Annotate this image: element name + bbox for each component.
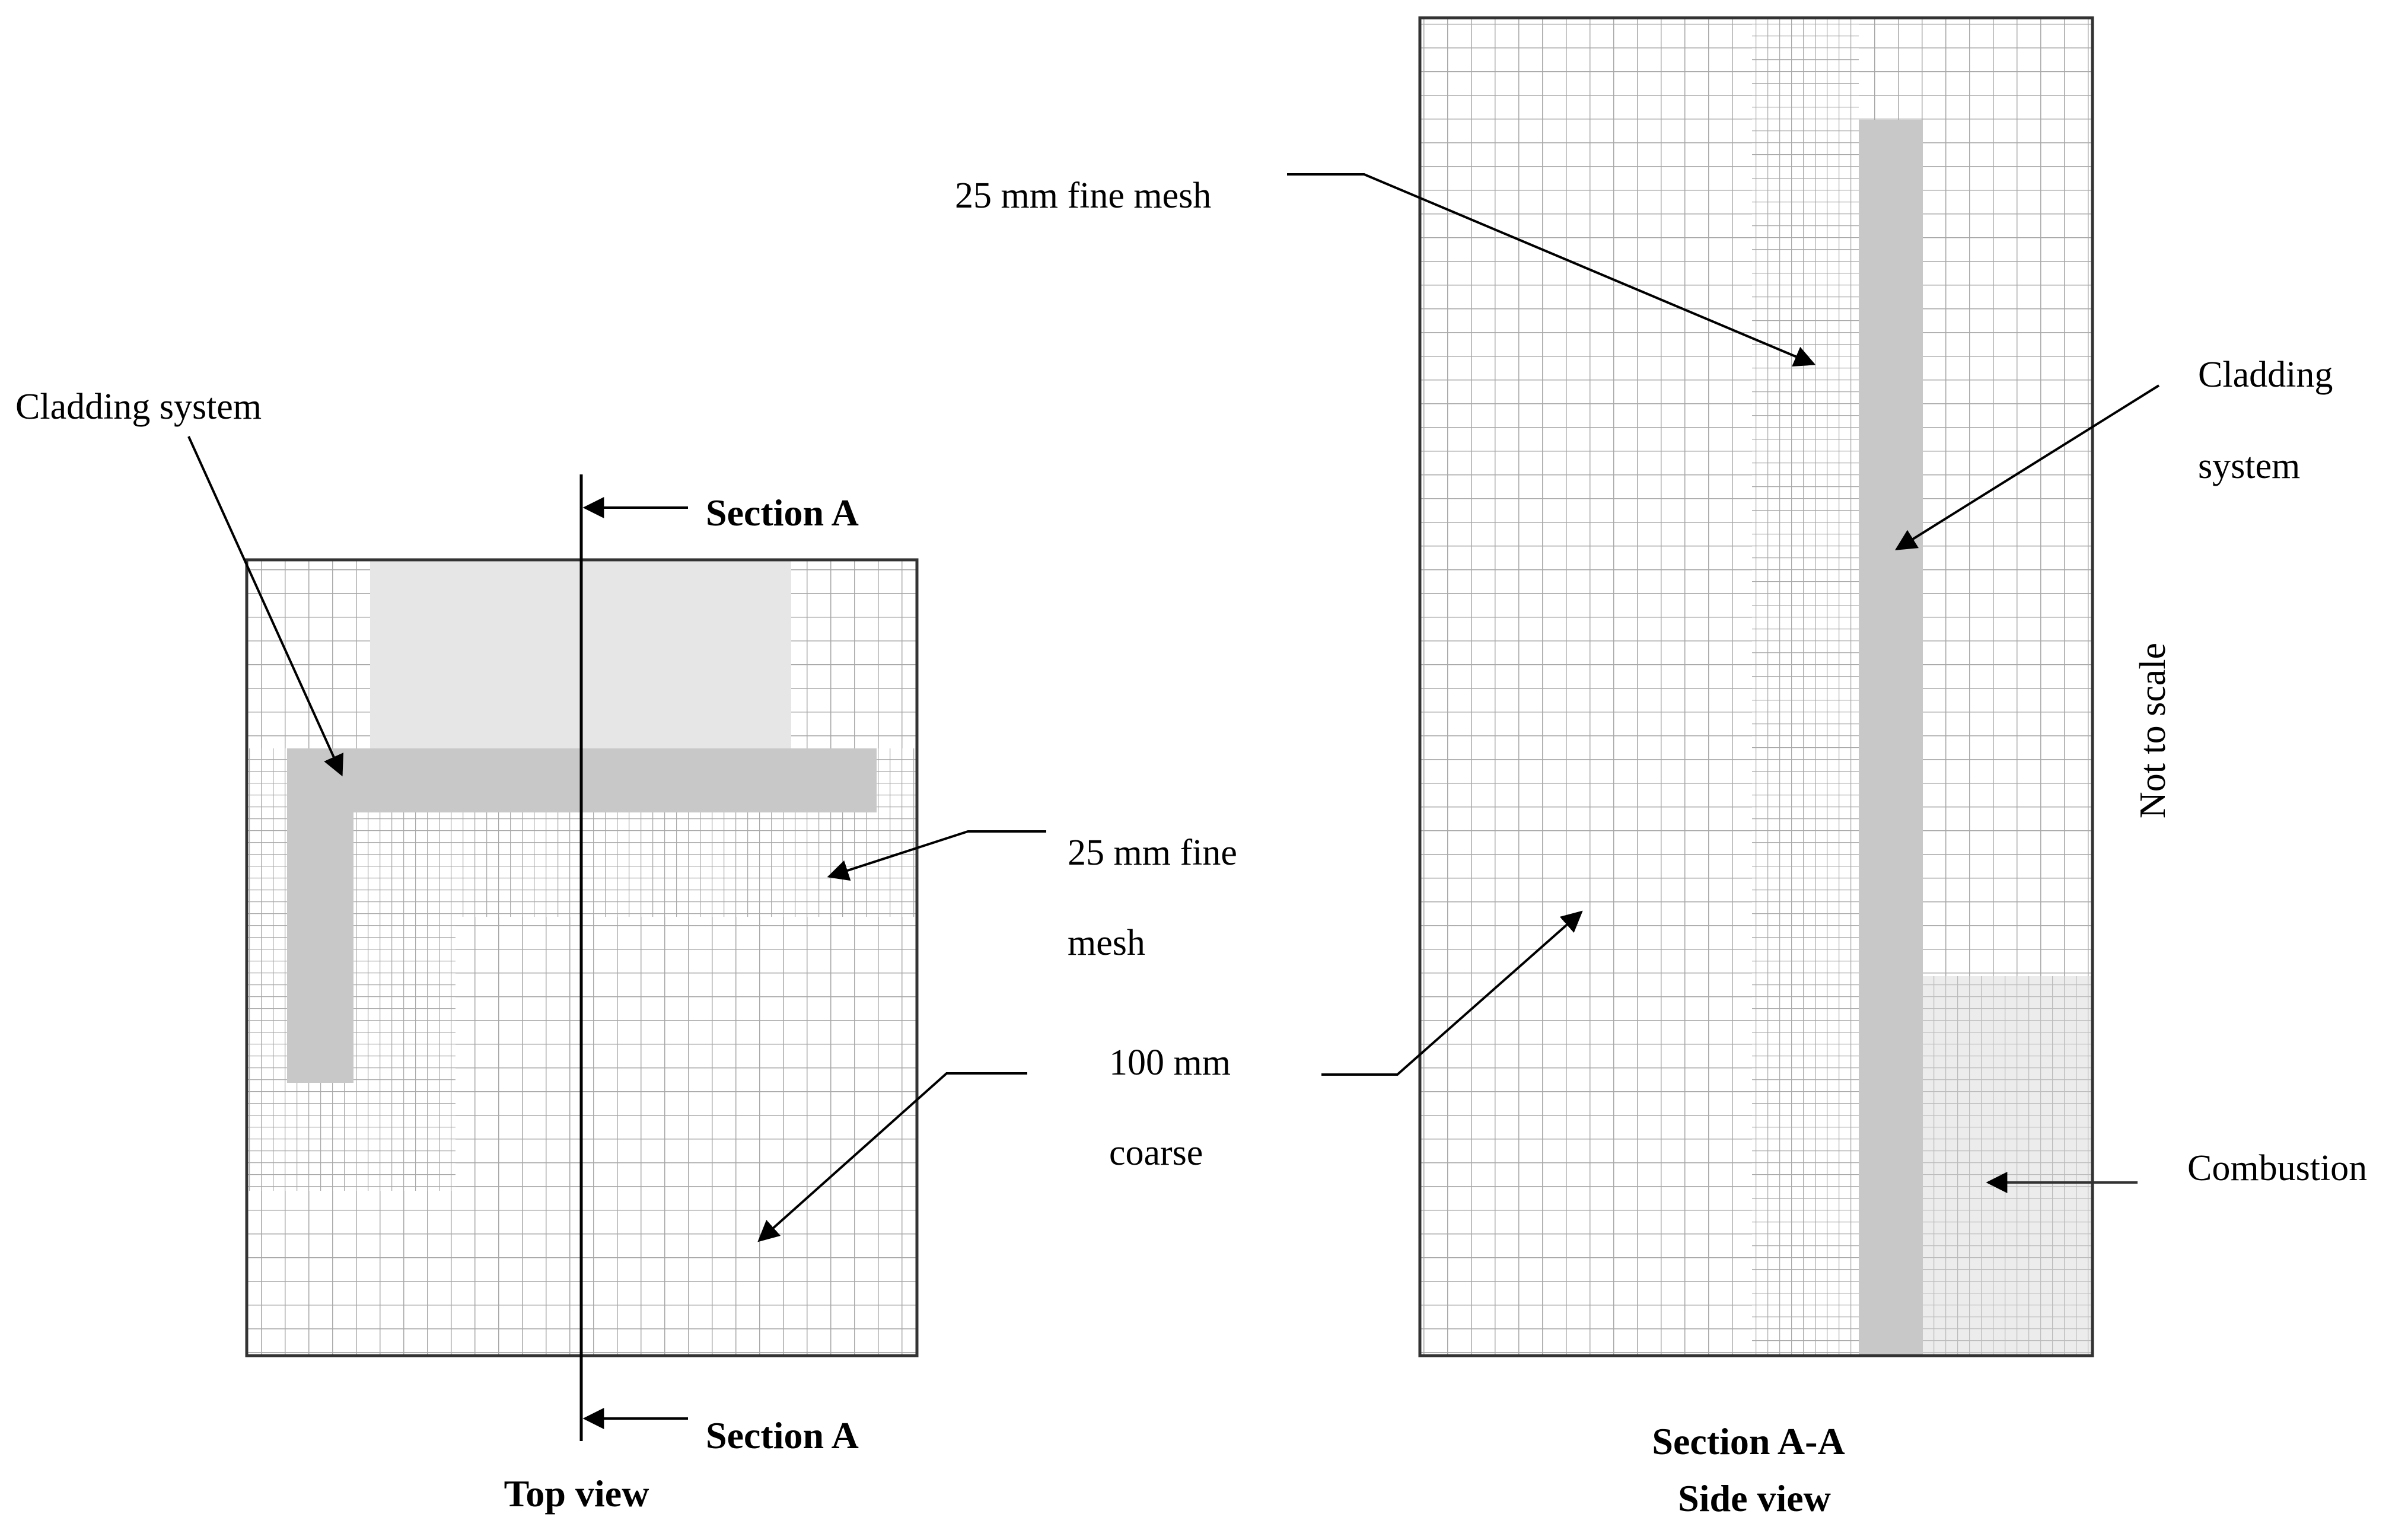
top-view-cladding-vertical xyxy=(287,748,353,1083)
side-fine-mesh-leader-arrow xyxy=(1287,173,1816,366)
label-fine-mesh-line1: 25 mm fine xyxy=(1068,833,1237,873)
caption-side-view: Side view xyxy=(1678,1477,1831,1519)
label-fine-mesh-line2: mesh xyxy=(1068,923,1145,963)
label-side-fine-mesh: 25 mm fine mesh xyxy=(955,176,1211,216)
label-section-a-top: Section A xyxy=(706,492,859,534)
label-not-to-scale: Not to scale xyxy=(2133,643,2173,818)
side-view-fine-mesh-column xyxy=(1752,18,1859,1356)
label-side-cladding-line2: system xyxy=(2198,446,2300,486)
top-view: Cladding system Section A Section A 25 m… xyxy=(15,387,1237,1515)
label-coarse-line1: 100 mm xyxy=(1109,1043,1231,1083)
cladding-leader-arrow xyxy=(187,436,344,777)
side-view-frame xyxy=(1418,16,2094,1357)
caption-section-a-a: Section A-A xyxy=(1652,1420,1845,1462)
side-view: 25 mm fine mesh Cladding system Combusti… xyxy=(955,16,2367,1519)
coarse-leader-arrow xyxy=(757,1072,1027,1242)
label-cladding-system: Cladding system xyxy=(15,387,262,427)
side-coarse-leader-arrow xyxy=(1321,910,1583,1076)
side-view-cladding xyxy=(1859,120,1923,1356)
label-combustion: Combustion xyxy=(2187,1148,2367,1188)
label-side-cladding-line1: Cladding xyxy=(2198,355,2333,395)
side-cladding-leader-arrow xyxy=(1894,384,2160,550)
caption-top-view: Top view xyxy=(504,1472,649,1515)
label-coarse-line2: coarse xyxy=(1109,1133,1203,1173)
fine-mesh-leader-arrow xyxy=(827,830,1046,881)
side-view-combustion-mesh xyxy=(1922,976,2092,1356)
label-section-a-bottom: Section A xyxy=(706,1414,859,1456)
